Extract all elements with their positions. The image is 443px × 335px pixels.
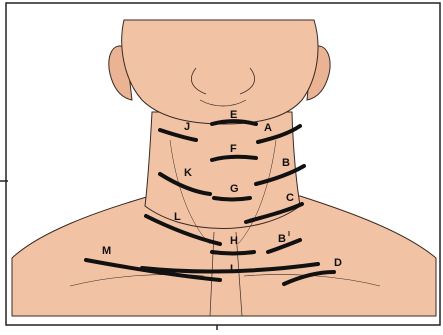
label-B1: B [278,233,286,245]
label-B: B [282,157,290,169]
incision-G [214,198,250,200]
label-M: M [102,245,111,257]
label-D: D [334,257,342,269]
label-C: C [286,192,294,204]
label-B1-superscript: I [288,231,290,238]
incision-H [212,252,254,254]
label-I: I [230,263,233,275]
label-E: E [230,109,237,121]
label-A: A [264,122,272,134]
label-H: H [230,235,238,247]
label-J: J [184,121,190,133]
label-G: G [230,183,239,195]
label-K: K [184,167,192,179]
label-L: L [174,211,181,223]
label-F: F [230,143,237,155]
